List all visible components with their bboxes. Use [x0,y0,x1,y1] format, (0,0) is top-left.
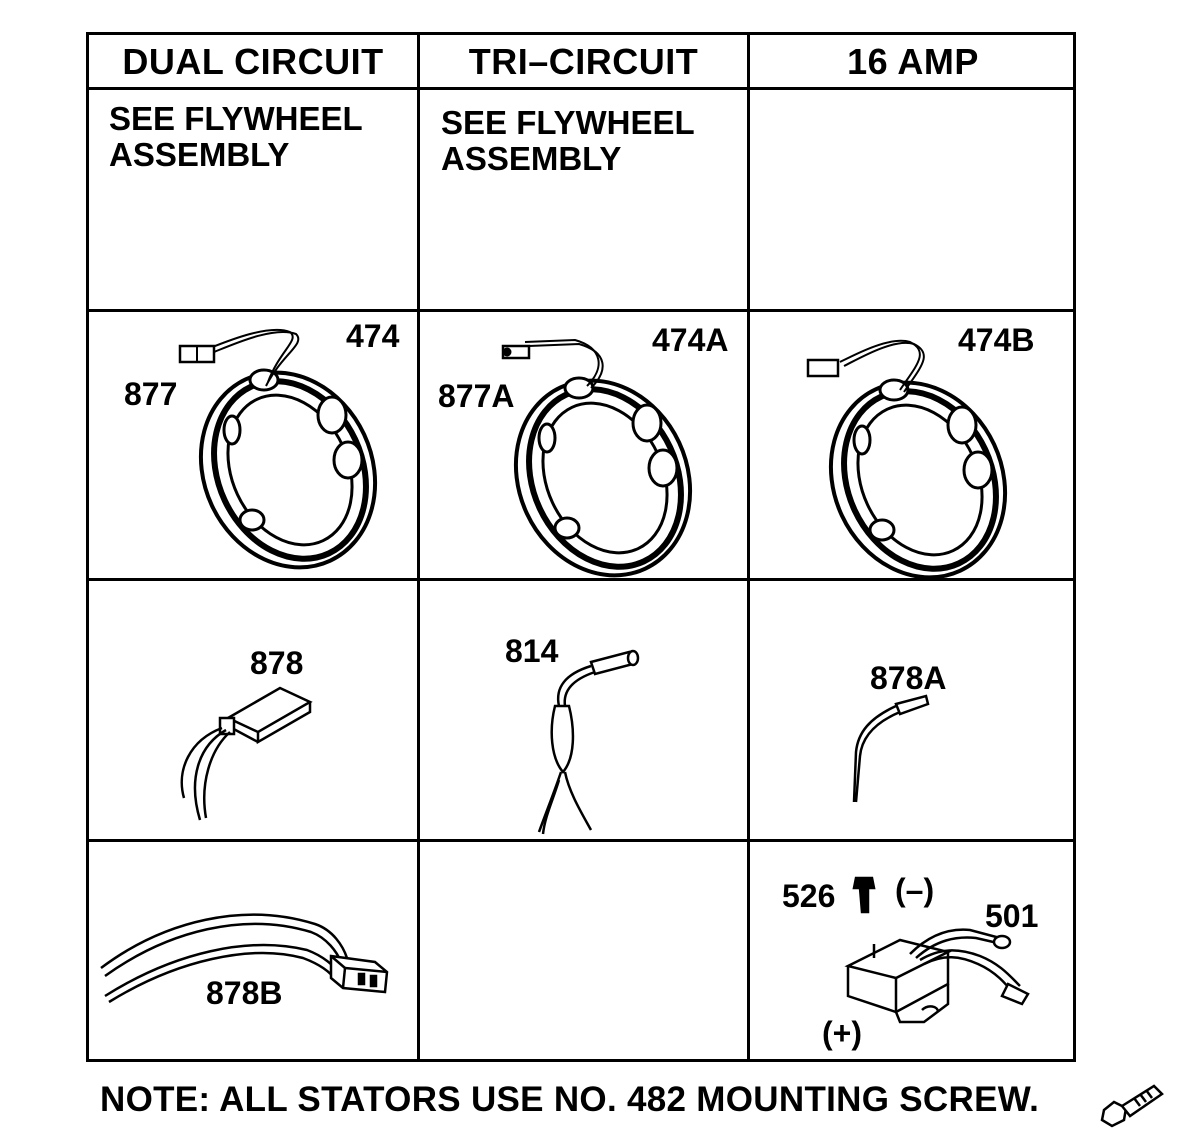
stator-474-drawing [178,328,378,570]
header-tri-circuit: TRI–CIRCUIT [468,41,699,82]
part-label-814: 814 [505,633,559,669]
part-label-878a: 878A [870,660,947,696]
part-label-526: 526 [782,878,836,914]
harness-814-drawing [537,649,640,835]
stator-474a-drawing [501,338,693,578]
row-divider [89,578,1073,581]
row-divider [89,839,1073,842]
row-divider [89,87,1073,90]
stator-474b-drawing [806,339,1008,580]
footer-note: NOTE: ALL STATORS USE NO. 482 MOUNTING S… [100,1080,1040,1119]
part-label-877a: 877A [438,378,515,414]
part-label-474b: 474B [958,322,1035,358]
note-line: ASSEMBLY [441,140,622,177]
part-label-878: 878 [250,645,304,681]
harness-878b-drawing [100,913,389,1004]
note-dual-flywheel: SEE FLYWHEEL ASSEMBLY [109,101,363,173]
header-dual-circuit: DUAL CIRCUIT [122,41,384,82]
parts-table: DUAL CIRCUIT TRI–CIRCUIT 16 AMP SEE FLYW… [86,32,1076,1062]
header-16-amp: 16 AMP [847,41,979,82]
column-divider [747,35,750,1059]
part-label-474a: 474A [652,322,729,358]
column-divider [417,35,420,1059]
row-divider [89,309,1073,312]
note-line: SEE FLYWHEEL [441,104,695,141]
part-label-877: 877 [124,376,178,412]
harness-878-drawing [180,686,313,821]
regulator-501-drawing [844,876,1030,1024]
label-negative: (–) [895,872,935,908]
note-line: SEE FLYWHEEL [109,100,363,137]
part-label-878b: 878B [206,975,283,1011]
part-label-474: 474 [346,318,400,354]
note-tri-flywheel: SEE FLYWHEEL ASSEMBLY [441,105,695,177]
harness-878a-drawing [852,694,930,803]
note-line: ASSEMBLY [109,136,290,173]
mounting-screw-icon [1100,1084,1164,1128]
part-label-501: 501 [985,898,1039,934]
label-positive: (+) [822,1015,862,1051]
